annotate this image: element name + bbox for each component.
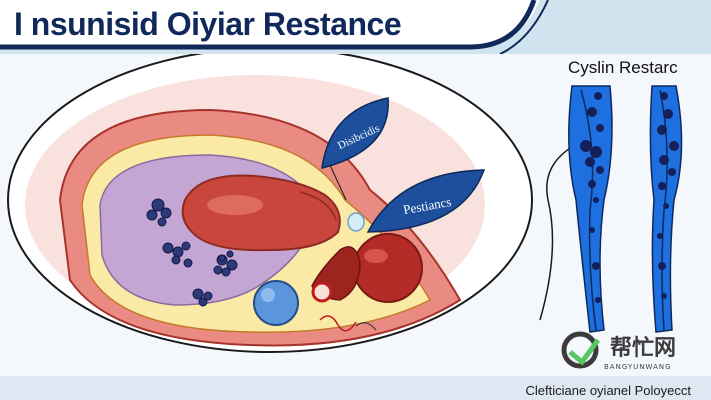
ovary-highlight [364, 249, 388, 263]
watermark-text: 帮忙网 [610, 336, 677, 361]
anatomy-illustration: Disibcidis Pestiancs [7, 54, 683, 369]
footer-bar [0, 376, 711, 400]
watermark-logo [561, 331, 601, 369]
organ-fold [299, 191, 337, 221]
nerve-squiggle [355, 322, 377, 331]
page-title: I nsunisid Oiyiar Restance [14, 6, 402, 42]
top-leaf-pointer [329, 164, 347, 201]
ovary-organ [353, 233, 423, 303]
cell-clusters [146, 198, 238, 307]
panel-connector [539, 139, 586, 321]
side-panel-title: Cyslin Restarc [568, 58, 678, 77]
mid-leaf-label [366, 169, 486, 233]
small-nodule [347, 212, 365, 232]
organ-highlight [207, 195, 263, 215]
central-organ [181, 174, 341, 252]
right-vessel [649, 85, 683, 333]
blue-cell-sphere [253, 280, 299, 326]
left-vessel [568, 85, 613, 333]
header-edge-decoration [0, 0, 711, 54]
follicle [311, 281, 333, 303]
blue-cell-highlight [261, 288, 275, 302]
top-leaf-label [321, 97, 389, 170]
watermark-subtext: BANGYUNWANG [604, 363, 672, 371]
vessel-squiggle [319, 315, 357, 332]
header-bar: I nsunisid Oiyiar Restance [0, 0, 711, 54]
footer-caption: Clefticiane oyianel Poloyecct [525, 383, 691, 398]
